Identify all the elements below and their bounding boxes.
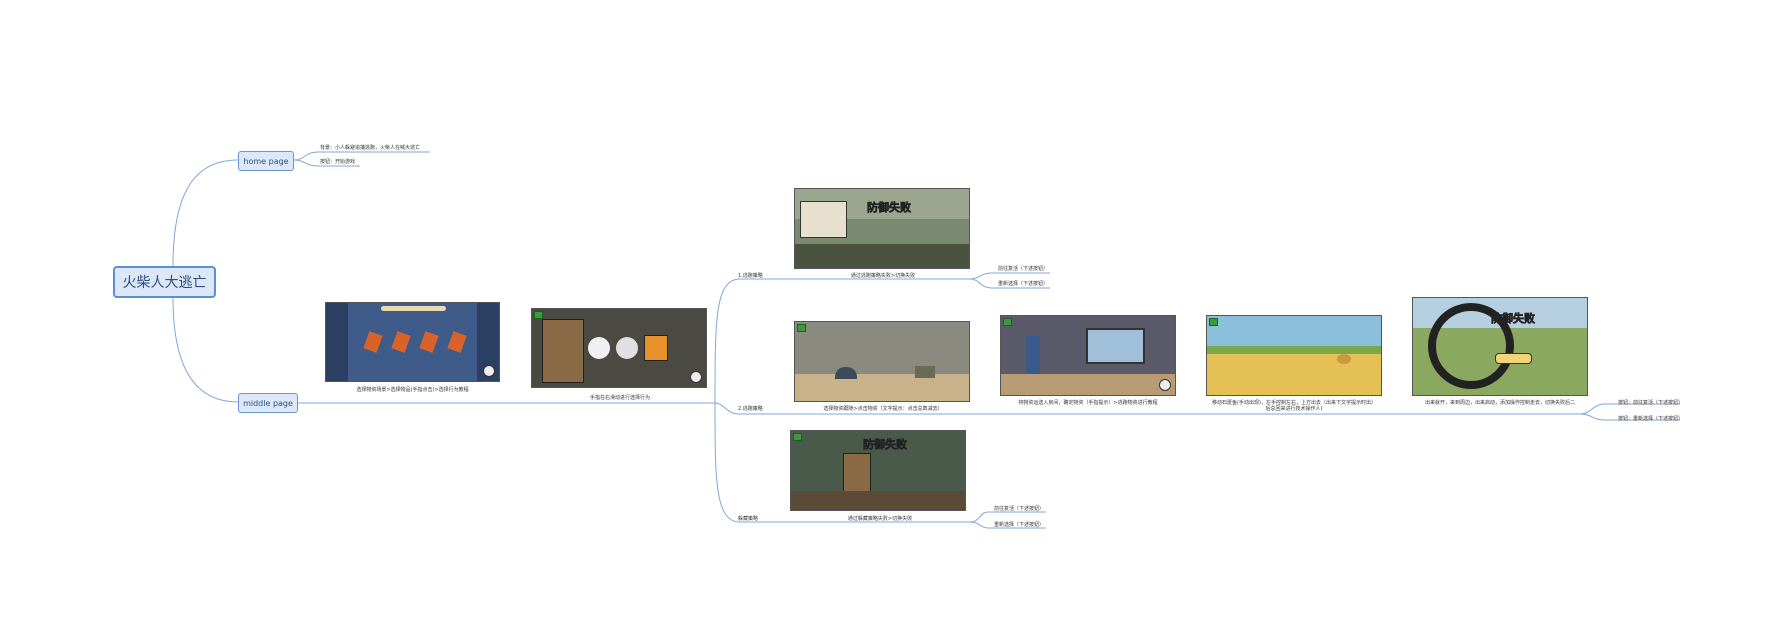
middle-page-node[interactable]: middle page [238, 393, 298, 413]
screenshot-branch2-scope: 防御失败 [1412, 297, 1588, 396]
screenshot-branch3: 防御失败 [790, 430, 966, 511]
link-b2-btn1 [1579, 403, 1680, 415]
link-root-home [172, 159, 239, 267]
branch1-button-reselect: 重新选择（下述按钮） [998, 281, 1049, 287]
screenshot-branch2-field [1206, 315, 1382, 396]
branch3-banner: 防御失败 [863, 438, 908, 452]
home-page-node[interactable]: home page [238, 151, 294, 171]
link-b3-btn1 [969, 511, 1046, 523]
branch2-button-revive: 按钮：前往复活（下述按钮） [1618, 400, 1684, 406]
branch1-button-revive: 前往复活（下述按钮） [998, 266, 1049, 272]
flag-icon [1003, 318, 1012, 326]
branch3-caption: 通过躲藏策略失败>切换失败 [847, 516, 913, 522]
hint-icon [690, 371, 702, 383]
branch1-caption: 通过逃跑策略失败>切换失败 [850, 273, 916, 279]
link-b1-btn1 [969, 272, 1050, 280]
link-branch-2 [714, 402, 1580, 415]
flag-icon [1209, 318, 1218, 326]
branch3-button-reselect: 重新选择（下述按钮） [994, 522, 1045, 528]
step1-caption: 选择物资场景>选择物品(手指点击)>选择行为教程 [356, 387, 469, 393]
home-item-start-button: 按钮：开始游戏 [320, 159, 356, 165]
branch2-button-reselect: 按钮：重新选择（下述按钮） [1618, 416, 1684, 422]
branch3-label: 躲藏策略 [738, 516, 759, 522]
branch2-caption-3: 移动石斑鱼(手动出现)，左手控制左右，上方出去（出来下文字提示时出）后总回来进行… [1212, 400, 1376, 412]
screenshot-map-selection [325, 302, 500, 382]
link-b1-btn2 [969, 278, 1050, 289]
link-branch-3 [714, 402, 970, 523]
screenshot-branch2-room [1000, 315, 1176, 396]
flag-icon [793, 433, 802, 441]
link-branch-1 [714, 278, 970, 404]
branch2-banner: 防御失败 [1491, 312, 1536, 326]
screenshot-branch1: 防御失败 [794, 188, 970, 269]
branch1-label: 1.逃跑策略 [738, 273, 763, 279]
branch2-caption-4: 出来就开，来到周边，出来启动，添加操作控制走去，切换失败后二 [1425, 400, 1576, 406]
home-item-background: 背景：小人躲避追捕逃跑，火柴人在喊大逃亡 [320, 145, 421, 151]
hint-icon [483, 365, 495, 377]
link-b2-btn2 [1579, 413, 1680, 421]
screenshot-branch2-supplies [794, 321, 970, 402]
step2-caption: 手指在右滑动进行选择行为 [589, 395, 650, 401]
link-b3-btn2 [969, 521, 1046, 529]
flag-icon [534, 311, 543, 319]
branch2-label: 2.逃跑策略 [738, 406, 763, 412]
screenshot-choose-behaviour [531, 308, 707, 388]
branch2-caption-1: 选择物资跟随>点击物资（文字提示：点击总数减去） [823, 406, 943, 412]
link-root-middle [172, 297, 239, 403]
link-home-item2 [293, 159, 360, 167]
hint-icon [1159, 379, 1171, 391]
branch2-caption-2: 将物资运送入房间，确定物资（手指提示）>逃跑物资进行教程 [1018, 400, 1158, 406]
flag-icon [797, 324, 806, 332]
branch1-banner: 防御失败 [867, 201, 912, 215]
branch3-button-revive: 前往复活（下述按钮） [994, 506, 1045, 512]
root-node[interactable]: 火柴人大逃亡 [113, 266, 216, 298]
link-home-item1 [293, 151, 430, 161]
